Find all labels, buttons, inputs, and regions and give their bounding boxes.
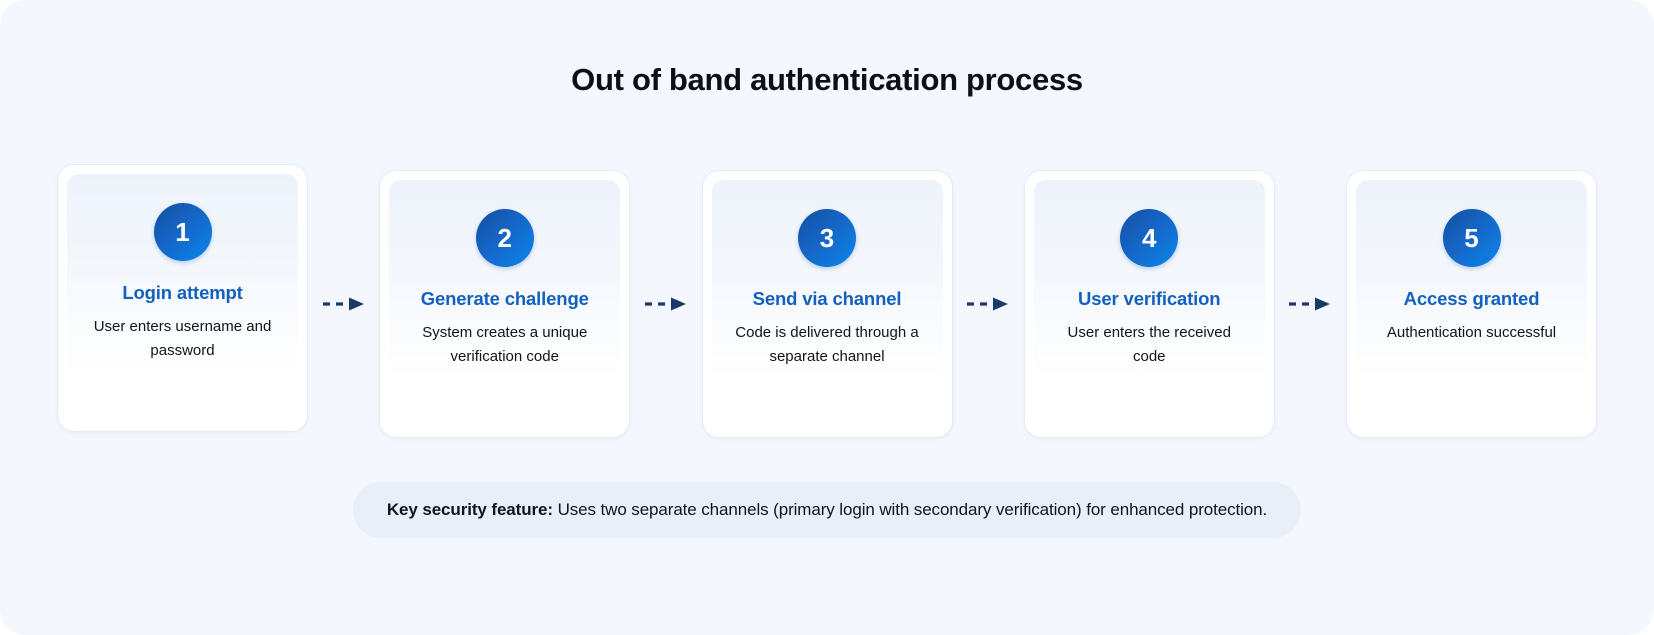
step-card-2-inner: 2 Generate challenge System creates a un… bbox=[389, 180, 621, 411]
page-title: Out of band authentication process bbox=[571, 62, 1083, 97]
key-feature-label: Key security feature: bbox=[386, 500, 553, 519]
step-wrap-3: 3 Send via channel Code is delivered thr… bbox=[701, 164, 953, 438]
step-card-2[interactable]: 2 Generate challenge System creates a un… bbox=[379, 170, 631, 438]
key-feature-banner: Key security feature: Uses two separate … bbox=[352, 482, 1302, 538]
process-flow: 1 Login attempt User enters username and… bbox=[57, 164, 1597, 438]
connector-1 bbox=[320, 170, 368, 438]
step-wrap-4: 4 User verification User enters the rece… bbox=[1023, 164, 1275, 438]
step-title-5: Access granted bbox=[1403, 288, 1540, 309]
key-feature-body: Uses two separate channels (primary logi… bbox=[557, 500, 1268, 519]
step-description-1: User enters username and password bbox=[93, 318, 272, 360]
step-title-2: Generate challenge bbox=[420, 288, 589, 309]
step-wrap-2: 2 Generate challenge System creates a un… bbox=[379, 164, 631, 438]
step-wrap-5: 5 Access granted Authentication successf… bbox=[1346, 164, 1597, 438]
step-card-4-inner: 4 User verification User enters the rece… bbox=[1033, 180, 1265, 411]
dashed-arrow-right-icon bbox=[966, 296, 1010, 312]
dashed-arrow-right-icon bbox=[322, 296, 366, 312]
step-card-5-inner: 5 Access granted Authentication successf… bbox=[1356, 180, 1587, 411]
connector-2 bbox=[642, 170, 690, 438]
key-feature-text: Key security feature: Uses two separate … bbox=[387, 500, 1267, 520]
step-card-1-inner: 1 Login attempt User enters username and… bbox=[67, 174, 298, 405]
step-card-1[interactable]: 1 Login attempt User enters username and… bbox=[57, 164, 308, 432]
dashed-arrow-right-icon bbox=[1288, 296, 1332, 312]
step-description-4: User enters the received code bbox=[1067, 324, 1231, 366]
step-title-3: Send via channel bbox=[752, 288, 902, 309]
step-card-5[interactable]: 5 Access granted Authentication successf… bbox=[1346, 170, 1597, 438]
step-number-badge-4: 4 bbox=[1120, 209, 1179, 267]
step-card-3-inner: 3 Send via channel Code is delivered thr… bbox=[711, 180, 943, 411]
step-description-5: Authentication successful bbox=[1386, 324, 1557, 342]
step-number-badge-5: 5 bbox=[1442, 209, 1501, 267]
dashed-arrow-right-icon bbox=[644, 296, 688, 312]
step-number-badge-1: 1 bbox=[153, 203, 212, 261]
step-card-4[interactable]: 4 User verification User enters the rece… bbox=[1023, 170, 1275, 438]
step-number-badge-2: 2 bbox=[475, 209, 534, 267]
step-wrap-1: 1 Login attempt User enters username and… bbox=[57, 164, 308, 432]
step-title-1: Login attempt bbox=[122, 282, 243, 303]
step-card-3[interactable]: 3 Send via channel Code is delivered thr… bbox=[701, 170, 953, 438]
step-title-4: User verification bbox=[1078, 288, 1221, 309]
connector-4 bbox=[1286, 170, 1334, 438]
step-number-badge-3: 3 bbox=[798, 209, 856, 267]
step-description-3: Code is delivered through a separate cha… bbox=[735, 324, 919, 366]
step-description-2: System creates a unique verification cod… bbox=[422, 324, 588, 366]
connector-3 bbox=[964, 170, 1012, 438]
